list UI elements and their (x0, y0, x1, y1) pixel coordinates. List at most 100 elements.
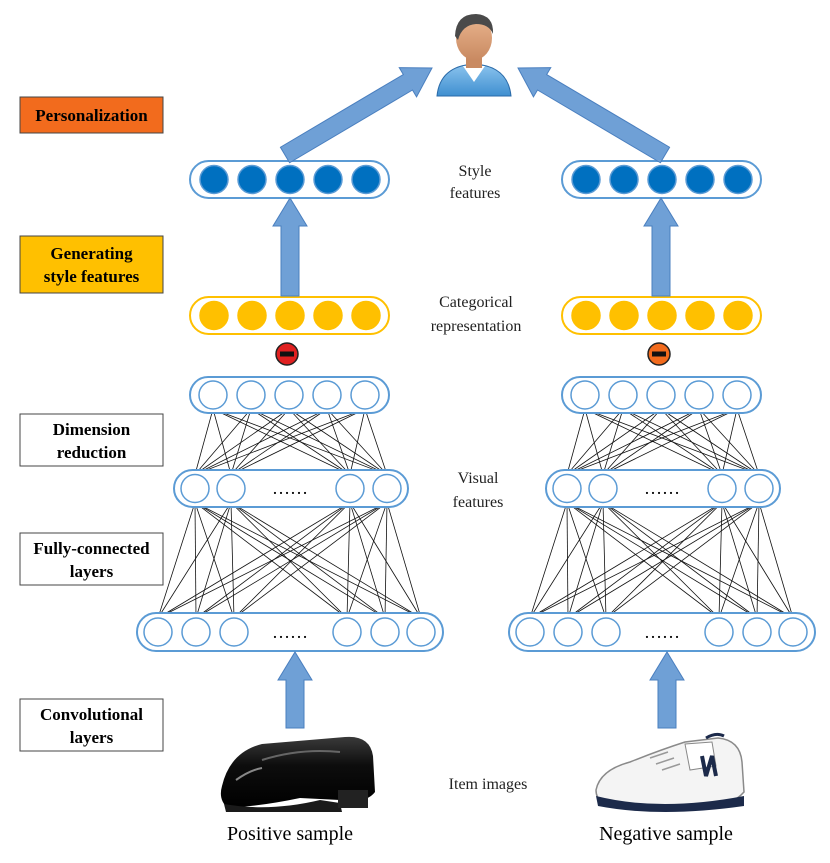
visual-node-positive-3 (335, 473, 365, 504)
stage-dimension-label-1: Dimension (53, 420, 131, 439)
stage-dimension-label-2: reduction (57, 443, 127, 462)
edge (567, 502, 760, 619)
ellipsis-conv-positive: …… (272, 622, 308, 642)
stage-generating-label-1: Generating (50, 244, 133, 263)
visual-node-positive-1 (180, 473, 210, 504)
stage-convolutional-label-1: Convolutional (40, 705, 143, 724)
edge (230, 502, 422, 619)
reduced-node-positive-4 (312, 380, 342, 410)
layer-ellipses: …… …… …… …… (272, 478, 680, 642)
conv-node-negative-5 (742, 617, 772, 647)
conv-node-negative-1 (515, 617, 545, 647)
edge (529, 502, 760, 619)
conv-node-positive-2 (181, 617, 211, 647)
edge (602, 408, 662, 475)
style-node-negative-3 (647, 164, 677, 195)
edge (756, 502, 760, 619)
visual-node-negative-2 (588, 473, 618, 504)
edge (566, 502, 569, 619)
edge (195, 502, 232, 619)
stage-personalization: Personalization (19, 96, 164, 134)
edge (602, 502, 794, 619)
edge (194, 408, 290, 475)
visual-node-positive-2 (216, 473, 246, 504)
reduced-node-negative-1 (570, 380, 600, 410)
edge (349, 408, 366, 475)
edge (194, 502, 348, 619)
ellipsis-visual-positive: …… (272, 478, 308, 498)
edge (230, 408, 366, 475)
edge (566, 408, 586, 475)
edge (566, 408, 738, 475)
minus-sign-positive (275, 342, 299, 366)
style-node-positive-2 (237, 164, 267, 195)
edge (326, 408, 388, 475)
style-node-positive-5 (351, 164, 381, 195)
edge (529, 502, 604, 619)
edge (194, 408, 214, 475)
edge (584, 408, 604, 475)
conv-node-positive-3 (219, 617, 249, 647)
ellipsis-conv-negative: …… (644, 622, 680, 642)
edge (157, 502, 388, 619)
edge (602, 502, 607, 619)
arrow-positive-user (279, 67, 433, 164)
reduced-node-negative-2 (608, 380, 638, 410)
edge (566, 502, 720, 619)
arrow-positive-style (272, 197, 308, 297)
visual-node-positive-4 (372, 473, 402, 504)
style-node-negative-4 (685, 164, 715, 195)
category-node-positive-3 (275, 300, 305, 331)
reduced-node-negative-3 (646, 380, 676, 410)
edge (721, 502, 758, 619)
edge (736, 408, 760, 475)
stage-convolutional: Convolutional layers (19, 698, 164, 752)
category-node-negative-2 (609, 300, 639, 331)
edge (194, 502, 197, 619)
edge (386, 502, 422, 619)
network-layers (136, 160, 816, 652)
edge (602, 502, 720, 619)
edge (384, 502, 388, 619)
connections-negative (529, 408, 794, 619)
category-node-positive-4 (313, 300, 343, 331)
stage-fully-connected-label-1: Fully-connected (33, 539, 150, 558)
style-node-positive-4 (313, 164, 343, 195)
reduced-node-negative-4 (684, 380, 714, 410)
positive-sample-label: Positive sample (227, 823, 353, 845)
visual-features-label-1: Visual (458, 470, 499, 487)
conv-node-positive-6 (406, 617, 436, 647)
style-node-negative-2 (609, 164, 639, 195)
edge (698, 408, 760, 475)
stage-dimension-reduction: Dimension reduction (19, 413, 164, 467)
category-node-positive-1 (199, 300, 229, 331)
visual-node-negative-3 (707, 473, 737, 504)
edge (698, 408, 723, 475)
edge (605, 502, 760, 619)
arrow-negative-item (649, 651, 685, 729)
edge (566, 408, 624, 475)
conv-layer-negative (508, 612, 816, 652)
stage-personalization-label: Personalization (35, 106, 148, 125)
reduced-node-negative-5 (722, 380, 752, 410)
edge (194, 408, 328, 475)
conv-node-negative-3 (591, 617, 621, 647)
conv-node-positive-5 (370, 617, 400, 647)
edge (157, 502, 232, 619)
ellipsis-visual-negative: …… (644, 478, 680, 498)
edge (566, 408, 700, 475)
reduced-node-positive-2 (236, 380, 266, 410)
edge (195, 502, 388, 619)
edge (660, 408, 760, 475)
edge (157, 502, 196, 619)
category-node-positive-5 (351, 300, 381, 331)
edge (349, 502, 386, 619)
edge (233, 502, 388, 619)
style-features-label-2: features (450, 185, 501, 202)
visual-features-label-2: features (453, 494, 504, 511)
style-node-negative-5 (723, 164, 753, 195)
minus-sign-negative (647, 342, 671, 366)
edge (230, 502, 386, 619)
edge (529, 502, 568, 619)
